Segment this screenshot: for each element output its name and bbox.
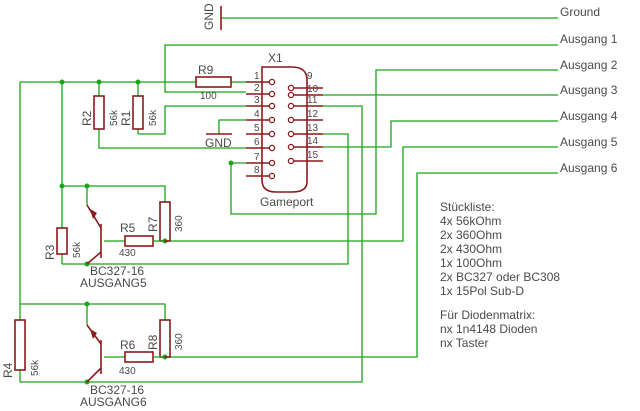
bom-line: 4x 56kOhm <box>440 214 501 228</box>
bom-line: 2x 360Ohm <box>440 228 502 242</box>
r9-value: 100 <box>200 91 217 102</box>
q5-name: AUSGANG5 <box>80 276 147 290</box>
signal-out3-label: Ausgang 3 <box>560 83 618 97</box>
svg-text:7: 7 <box>254 152 260 163</box>
r5-value: 430 <box>119 248 136 259</box>
svg-text:2: 2 <box>254 83 260 94</box>
svg-text:5: 5 <box>254 123 260 134</box>
r5-ref: R5 <box>120 221 136 235</box>
r6-ref: R6 <box>120 338 136 352</box>
resistor-r2 <box>93 95 105 130</box>
transistor-q6 <box>86 324 102 383</box>
bill-of-materials: Stückliste: 4x 56kOhm 2x 360Ohm 2x 430Oh… <box>440 200 560 350</box>
svg-text:3: 3 <box>254 95 260 106</box>
signal-out1-label: Ausgang 1 <box>560 32 618 46</box>
resistor-r4 <box>14 319 26 371</box>
signal-out4-label: Ausgang 4 <box>560 109 618 123</box>
connector-name: Gameport <box>260 195 314 209</box>
svg-text:6: 6 <box>254 137 260 148</box>
r3-value: 56k <box>72 241 83 258</box>
gameport-connector <box>246 66 323 193</box>
r8-value: 360 <box>174 333 185 350</box>
r1-ref: R1 <box>119 110 133 126</box>
gnd-mid-label: GND <box>205 136 232 150</box>
svg-text:9: 9 <box>307 71 313 82</box>
r3-ref: R3 <box>43 244 57 260</box>
svg-text:13: 13 <box>307 123 319 134</box>
q6-name: AUSGANG6 <box>80 395 147 409</box>
connector-ref: X1 <box>268 51 283 65</box>
bom-line: 1x 15Pol Sub-D <box>440 284 524 298</box>
signal-out2-label: Ausgang 2 <box>560 58 618 72</box>
r6-value: 430 <box>119 366 136 377</box>
r4-value: 56k <box>30 359 41 376</box>
wiring <box>19 44 558 383</box>
signal-ground-label: Ground <box>560 5 600 19</box>
r7-ref: R7 <box>146 216 160 232</box>
r8-ref: R8 <box>146 334 160 350</box>
gnd-top-label: GND <box>202 3 216 30</box>
bom-matrix-line: nx Taster <box>440 336 488 350</box>
signal-out6-label: Ausgang 6 <box>560 161 618 175</box>
svg-text:11: 11 <box>307 95 318 106</box>
resistor-r1 <box>132 95 144 130</box>
resistor-r6 <box>124 351 154 363</box>
resistor-r9 <box>195 76 232 88</box>
svg-text:14: 14 <box>307 136 319 147</box>
bom-line: 2x BC327 oder BC308 <box>440 270 560 284</box>
svg-text:15: 15 <box>307 150 319 161</box>
pin-numbers-left: 1 2 3 4 5 6 7 8 <box>254 71 260 176</box>
resistor-r7 <box>159 201 171 242</box>
bom-matrix-title: Für Diodenmatrix: <box>440 308 535 322</box>
svg-text:10: 10 <box>307 84 319 95</box>
resistor-r3 <box>56 227 68 255</box>
r2-value: 56k <box>109 109 120 126</box>
ground-net <box>220 6 558 30</box>
r9-ref: R9 <box>198 63 214 77</box>
q6-type: BC327-16 <box>90 383 144 397</box>
pin-numbers-right: 9 10 11 12 13 14 15 <box>307 71 319 161</box>
bom-title: Stückliste: <box>440 200 495 214</box>
resistor-r8 <box>159 319 171 358</box>
r4-ref: R4 <box>1 362 15 378</box>
svg-text:1: 1 <box>254 71 260 82</box>
svg-text:8: 8 <box>254 165 260 176</box>
r7-value: 360 <box>174 215 185 232</box>
bom-line: 1x 100Ohm <box>440 256 502 270</box>
bom-matrix-line: nx 1n4148 Dioden <box>440 322 537 336</box>
svg-text:4: 4 <box>254 109 260 120</box>
q5-type: BC327-16 <box>90 264 144 278</box>
svg-text:12: 12 <box>307 109 319 120</box>
r2-ref: R2 <box>80 110 94 126</box>
resistor-r5 <box>124 235 154 247</box>
signal-out5-label: Ausgang 5 <box>560 135 618 149</box>
transistor-q5 <box>86 204 102 265</box>
bom-line: 2x 430Ohm <box>440 242 502 256</box>
r1-value: 56k <box>148 109 159 126</box>
